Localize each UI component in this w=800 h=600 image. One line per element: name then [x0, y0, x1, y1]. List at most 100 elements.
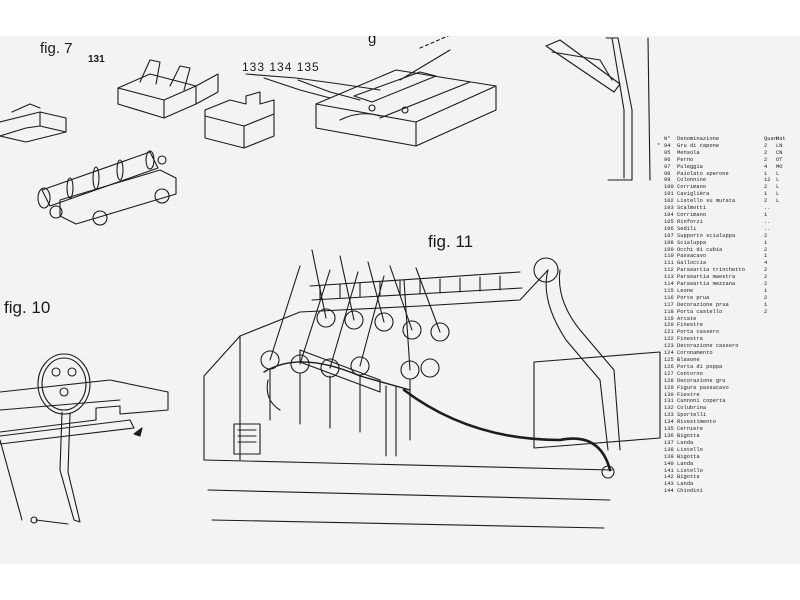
marker-star: * — [657, 142, 661, 149]
parts-cell-name: Porte prua — [677, 294, 710, 301]
parts-cell-mat — [776, 212, 800, 219]
parts-cell-mat — [776, 481, 800, 488]
parts-cell-num: 119 — [664, 315, 674, 322]
parts-cell-name: Corrimano — [677, 184, 707, 191]
fig9-gunport-drawing — [245, 36, 497, 147]
parts-cell-name: Cerniere — [677, 426, 703, 433]
parts-cell-mat — [776, 260, 800, 267]
parts-cell-num: 101 — [664, 191, 674, 198]
parts-cell-num: 107 — [664, 232, 674, 239]
parts-cell-name: Listello su murata — [677, 198, 736, 205]
parts-cell-name: Perno — [677, 156, 694, 163]
parts-cell-name: Rinforzi — [677, 218, 703, 225]
parts-cell-qty: .. — [764, 205, 771, 212]
parts-cell-name: Landa — [677, 439, 694, 446]
parts-cell-mat — [776, 488, 800, 495]
instruction-sheet: fig. 7 131 133 134 135 g fig. 10 fig. 11… — [0, 36, 800, 564]
parts-cell-name: Parasartia mezzana — [677, 281, 736, 288]
parts-cell-qty: 2 — [764, 267, 768, 274]
parts-cell-qty: .. — [764, 225, 771, 232]
parts-cell-num: 113 — [664, 274, 674, 281]
parts-cell-name: Bigotta — [677, 474, 700, 481]
parts-cell-name: Finestra — [677, 336, 703, 343]
parts-cell-qty — [764, 398, 776, 405]
parts-cell-name: Occhi di cubia — [677, 246, 723, 253]
parts-cell-qty — [764, 405, 776, 412]
parts-cell-name: Cannoni coperta — [677, 398, 726, 405]
parts-cell-qty: 1 — [764, 239, 768, 246]
parts-cell-mat — [776, 274, 800, 281]
parts-cell-mat — [776, 302, 800, 309]
parts-cell-name: Colubrina — [677, 405, 707, 412]
parts-cell-num: 141 — [664, 467, 674, 474]
parts-cell-num: 126 — [664, 363, 674, 370]
parts-cell-name: Scalmotti — [677, 205, 707, 212]
parts-cell-name: Coronamento — [677, 350, 713, 357]
parts-cell-qty: 2 — [764, 274, 768, 281]
parts-cell-num: 142 — [664, 474, 674, 481]
parts-cell-name: Porta castello — [677, 308, 723, 315]
parts-cell-num: 131 — [664, 398, 674, 405]
parts-cell-mat — [776, 357, 800, 364]
parts-cell-num: 137 — [664, 439, 674, 446]
parts-cell-mat: L — [776, 198, 780, 205]
parts-cell-mat — [776, 419, 800, 426]
parts-cell-mat — [776, 398, 800, 405]
parts-cell-name: Landa — [677, 460, 694, 467]
parts-cell-num: 115 — [664, 287, 674, 294]
parts-cell-mat — [776, 468, 800, 475]
parts-cell-qty — [764, 461, 776, 468]
parts-cell-mat — [776, 336, 800, 343]
parts-cell-mat — [776, 412, 800, 419]
parts-cell-num: 100 — [664, 184, 674, 191]
parts-cell-qty: 2 — [764, 232, 768, 239]
parts-cell-num: 102 — [664, 198, 674, 205]
parts-cell-name: Mensola — [677, 149, 700, 156]
parts-cell-num: 134 — [664, 419, 674, 426]
parts-cell-qty — [764, 378, 776, 385]
parts-cell-num: 120 — [664, 322, 674, 329]
parts-cell-name: Sportelli — [677, 412, 707, 419]
part-131-label: 131 — [88, 54, 105, 65]
parts-cell-qty — [764, 433, 776, 440]
parts-cell-name: Passacavo — [677, 253, 707, 260]
parts-cell-num: 139 — [664, 453, 674, 460]
parts-cell-name: Figura passacavo — [677, 384, 729, 391]
parts-cell-name: Scialuppa — [677, 239, 707, 246]
parts-cell-num: 114 — [664, 281, 674, 288]
parts-cell-num: 98 — [664, 170, 671, 177]
parts-cell-qty — [764, 322, 776, 329]
parts-cell-name: Decorazione cassero — [677, 343, 739, 350]
fig7-cannon-drawing — [0, 59, 275, 226]
parts-cell-mat — [776, 371, 800, 378]
parts-cell-mat — [776, 205, 800, 212]
parts-cell-name: Parasartia maestra — [677, 274, 736, 281]
header-mat: Mat — [776, 136, 786, 142]
parts-cell-qty — [764, 364, 776, 371]
fig7-label: fig. 7 — [40, 40, 73, 57]
parts-cell-name: Porta cassero — [677, 329, 720, 336]
parts-cell-name: Galloccia — [677, 260, 707, 267]
parts-cell-name: Leone — [677, 287, 694, 294]
parts-cell-name: Listello — [677, 467, 703, 474]
parts-cell-num: 112 — [664, 267, 674, 274]
